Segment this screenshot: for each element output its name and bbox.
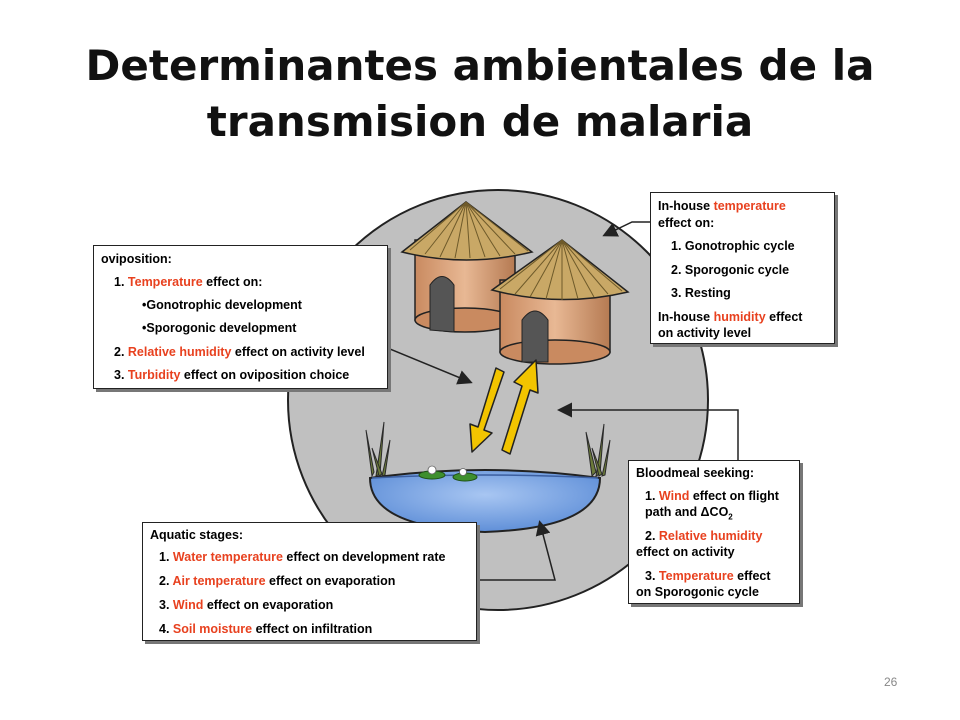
inhouse-effect-on: effect on: [658, 216, 715, 230]
inhouse-temperature-label: In-house temperature [658, 199, 786, 213]
inhouse-box: In-house temperature effect on: 1. Gonot… [650, 192, 835, 344]
page-number: 26 [884, 675, 898, 689]
inhouse-sporogonic: 2. Sporogonic cycle [671, 263, 790, 277]
reeds-right-icon [585, 423, 611, 478]
pond-icon [368, 465, 602, 534]
bloodmeal-co2: path and ΔCO2 [645, 505, 733, 522]
aquatic-item-wind: 3. Wind effect on evaporation [159, 598, 334, 612]
bloodmeal-item-wind: 1. Wind effect on flight [645, 489, 779, 503]
aquatic-box: Aquatic stages: 1. Water temperature eff… [142, 522, 477, 641]
inhouse-humidity-label: In-house humidity effect [658, 310, 803, 324]
oviposition-heading: oviposition: [101, 252, 172, 266]
bloodmeal-heading: Bloodmeal seeking: [636, 466, 755, 480]
bloodmeal-item-temperature: 3. Temperature effect [645, 569, 771, 583]
inhouse-activity-level: on activity level [658, 326, 752, 340]
oviposition-item-temperature: 1. Temperature effect on: [114, 275, 263, 289]
aquatic-item-water-temperature: 1. Water temperature effect on developme… [159, 550, 446, 564]
oviposition-item-humidity: 2. Relative humidity effect on activity … [114, 345, 365, 359]
bloodmeal-item-humidity: 2. Relative humidity [645, 529, 763, 543]
slide-title: Determinantes ambientales de la transmis… [0, 38, 960, 150]
bloodmeal-activity: effect on activity [636, 545, 735, 559]
hut-pond-arrows-icon [469, 359, 539, 455]
oviposition-box: oviposition: 1. Temperature effect on: •… [93, 245, 388, 389]
aquatic-connector [477, 520, 556, 581]
hut-back-icon [400, 201, 534, 333]
oviposition-gonotrophic: •Gonotrophic development [142, 298, 302, 312]
aquatic-item-air-temperature: 2. Air temperature effect on evaporation [159, 574, 396, 588]
bloodmeal-sporogonic: on Sporogonic cycle [636, 585, 759, 599]
hut-front-icon [490, 239, 630, 365]
reeds-left-icon [365, 421, 391, 478]
inhouse-connector [602, 221, 650, 237]
aquatic-item-soil-moisture: 4. Soil moisture effect on infiltration [159, 622, 373, 636]
title-line-1: Determinantes ambientales de la [85, 41, 875, 90]
inhouse-gonotrophic: 1. Gonotrophic cycle [671, 239, 795, 253]
oviposition-sporogonic: •Sporogonic development [142, 321, 297, 335]
aquatic-heading: Aquatic stages: [150, 528, 244, 542]
bloodmeal-box: Bloodmeal seeking: 1. Wind effect on fli… [628, 460, 800, 604]
title-line-2: transmision de malaria [206, 97, 754, 146]
inhouse-resting: 3. Resting [671, 286, 731, 300]
oviposition-item-turbidity: 3. Turbidity effect on oviposition choic… [114, 368, 350, 382]
